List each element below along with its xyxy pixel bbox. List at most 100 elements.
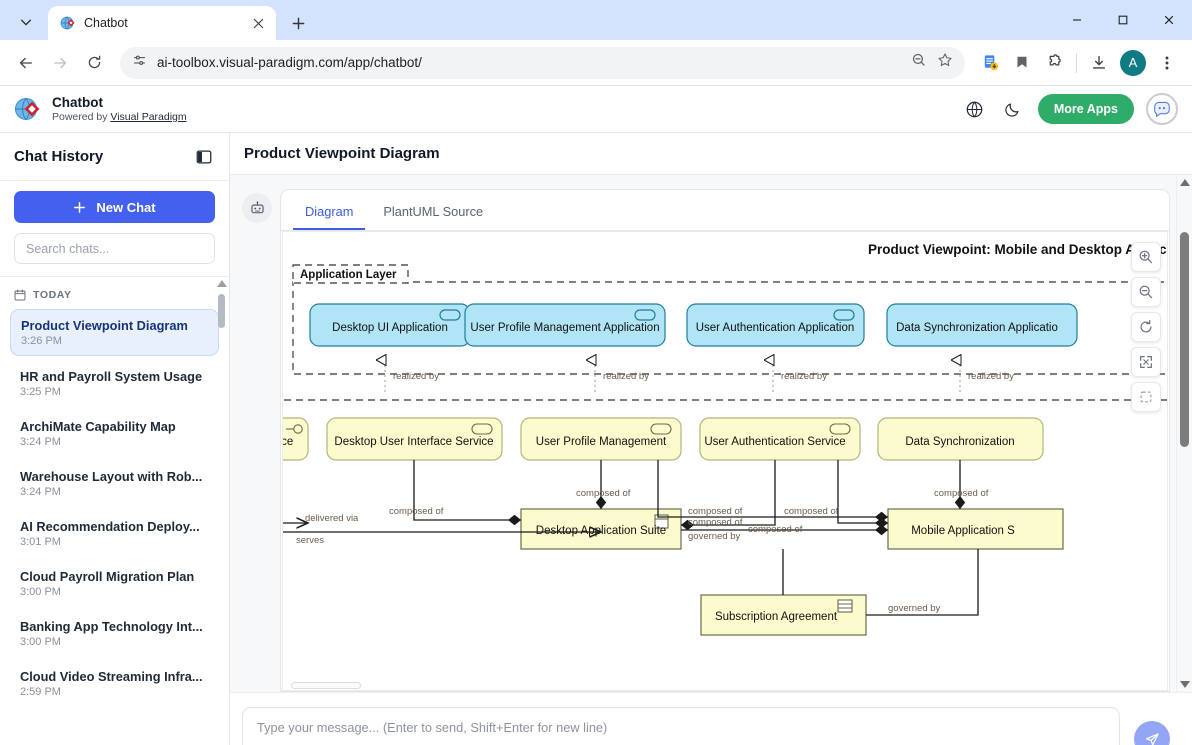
fit-selection-icon[interactable]: [1131, 382, 1161, 412]
product-desktop-application-suite[interactable]: Desktop Application Suite: [520, 508, 682, 550]
header-actions: More Apps: [962, 93, 1178, 125]
chat-item[interactable]: Cloud Video Streaming Infra... 2:59 PM: [10, 661, 219, 706]
chat-item[interactable]: Cloud Payroll Migration Plan 3:00 PM: [10, 561, 219, 606]
window-maximize-button[interactable]: [1100, 0, 1146, 40]
realized-by-label: realized by: [968, 371, 1014, 382]
sidebar-actions: New Chat: [0, 181, 229, 277]
forward-button[interactable]: [44, 47, 76, 79]
chat-item[interactable]: Warehouse Layout with Rob... 3:24 PM: [10, 461, 219, 506]
composed-of-label: composed of: [748, 524, 803, 535]
powered-prefix: Powered by: [52, 110, 111, 123]
panel-collapse-icon[interactable]: [193, 146, 215, 168]
page-title: Product Viewpoint Diagram: [244, 145, 440, 162]
tab-plantuml-source[interactable]: PlantUML Source: [371, 196, 495, 230]
hscrollbar-thumb[interactable]: [291, 682, 361, 689]
message-input[interactable]: [242, 707, 1120, 745]
new-chat-button[interactable]: New Chat: [14, 191, 215, 223]
diagram-tabbar: Diagram PlantUML Source: [281, 190, 1169, 231]
back-button[interactable]: [10, 47, 42, 79]
bookmark-star-icon[interactable]: [937, 52, 953, 73]
message-composer: [230, 692, 1192, 745]
visual-paradigm-logo: [14, 95, 42, 123]
chat-item[interactable]: AI Recommendation Deploy... 3:01 PM: [10, 511, 219, 556]
application-component-user-profile-management[interactable]: User Profile Management Application: [464, 303, 666, 347]
extensions-puzzle-icon[interactable]: [1039, 48, 1069, 78]
canvas-vertical-scrollbar[interactable]: [1176, 175, 1192, 692]
globe-icon[interactable]: [962, 96, 988, 122]
profile-avatar[interactable]: A: [1120, 49, 1146, 76]
chat-item-time: 3:24 PM: [20, 486, 61, 498]
chat-bubble-avatar-icon[interactable]: [1146, 93, 1178, 125]
composed-of-label: composed of: [784, 506, 839, 517]
send-button[interactable]: [1134, 721, 1170, 745]
composed-of-label: composed of: [934, 488, 989, 499]
realized-by-label: realized by: [603, 371, 649, 382]
business-service-data-synchronization[interactable]: Data Synchronization: [877, 417, 1044, 461]
site-settings-icon[interactable]: [132, 53, 147, 73]
new-chat-label: New Chat: [96, 199, 156, 215]
window-close-button[interactable]: [1146, 0, 1192, 40]
zoom-out-icon[interactable]: [1131, 277, 1161, 307]
reset-zoom-icon[interactable]: [1131, 312, 1161, 342]
scrollbar-thumb[interactable]: [218, 294, 225, 328]
chat-item[interactable]: HR and Payroll System Usage 3:25 PM: [10, 361, 219, 406]
contract-subscription-agreement[interactable]: Subscription Agreement: [700, 594, 867, 636]
scrollbar-thumb[interactable]: [1180, 232, 1189, 447]
sidebar-scrollbar[interactable]: [216, 277, 227, 745]
diagram-canvas[interactable]: Product Viewpoint: Mobile and Desktop Ap…: [282, 232, 1167, 690]
component-badge-icon: [634, 309, 656, 321]
canvas-area: Diagram PlantUML Source: [230, 175, 1192, 692]
interface-badge-icon: [286, 424, 303, 434]
archimate-product-viewpoint-diagram: Product Viewpoint: Mobile and Desktop Ap…: [282, 242, 1167, 690]
kebab-menu-icon[interactable]: [1152, 48, 1182, 78]
doc-extension-icon[interactable]: [975, 48, 1005, 78]
chat-item-time: 3:00 PM: [20, 636, 61, 648]
business-service-user-profile-management[interactable]: User Profile Management: [520, 417, 682, 461]
downloads-icon[interactable]: [1084, 48, 1114, 78]
window-minimize-button[interactable]: [1054, 0, 1100, 40]
chat-item-time: 3:01 PM: [20, 536, 61, 548]
application-component-desktop-ui[interactable]: Desktop UI Application: [309, 303, 471, 347]
business-service-marketplace-interface[interactable]: Marketplace Interface: [282, 417, 309, 461]
service-label: User Profile Management: [536, 436, 667, 448]
browser-tab[interactable]: Chatbot: [48, 6, 276, 40]
plus-icon: [74, 201, 86, 213]
address-bar-url: ai-toolbox.visual-paradigm.com/app/chatb…: [157, 55, 422, 70]
tab-close-icon[interactable]: [248, 13, 268, 33]
chat-item-time: 2:59 PM: [20, 686, 61, 698]
chat-item-title: Product Viewpoint Diagram: [21, 318, 188, 333]
scroll-up-arrow[interactable]: [1179, 179, 1190, 186]
zoom-in-icon[interactable]: [1131, 242, 1161, 272]
chat-item[interactable]: ArchiMate Capability Map 3:24 PM: [10, 411, 219, 456]
scroll-down-arrow[interactable]: [1179, 681, 1190, 688]
new-tab-button[interactable]: [284, 9, 312, 37]
business-service-user-authentication[interactable]: User Authentication Service: [699, 417, 861, 461]
fit-screen-icon[interactable]: [1131, 347, 1161, 377]
diagram-viewport[interactable]: Product Viewpoint: Mobile and Desktop Ap…: [282, 231, 1168, 691]
vp-globe-favicon: [60, 15, 76, 31]
contract-badge-icon: [837, 599, 853, 613]
robot-icon: [242, 193, 272, 223]
main-header: Product Viewpoint Diagram: [230, 133, 1192, 175]
governed-by-connectors: [782, 549, 979, 616]
zoom-out-icon[interactable]: [911, 52, 927, 73]
business-service-desktop-user-interface[interactable]: Desktop User Interface Service: [326, 417, 503, 461]
address-bar[interactable]: ai-toolbox.visual-paradigm.com/app/chatb…: [120, 46, 965, 79]
bookmark-manager-icon[interactable]: [1007, 48, 1037, 78]
scroll-up-arrow[interactable]: [216, 280, 227, 287]
diagram-horizontal-scrollbar[interactable]: [283, 681, 1167, 690]
application-component-user-authentication[interactable]: User Authentication Application: [686, 303, 865, 347]
visual-paradigm-link[interactable]: Visual Paradigm: [110, 110, 187, 123]
chat-item[interactable]: Banking App Technology Int... 3:00 PM: [10, 611, 219, 656]
search-input[interactable]: [14, 233, 215, 264]
product-mobile-application-suite[interactable]: Mobile Application S: [887, 508, 1064, 550]
tab-diagram[interactable]: Diagram: [293, 196, 366, 230]
tab-search-button[interactable]: [6, 6, 46, 38]
product-label: Desktop Application Suite: [536, 525, 666, 537]
moon-icon[interactable]: [1000, 96, 1026, 122]
chat-item[interactable]: Product Viewpoint Diagram 3:26 PM: [10, 309, 219, 356]
more-apps-button[interactable]: More Apps: [1037, 94, 1134, 124]
reload-button[interactable]: [78, 47, 110, 79]
composed-of-label: composed of: [688, 517, 743, 528]
application-component-data-synchronization[interactable]: Data Synchronization Applicatio: [886, 303, 1078, 347]
